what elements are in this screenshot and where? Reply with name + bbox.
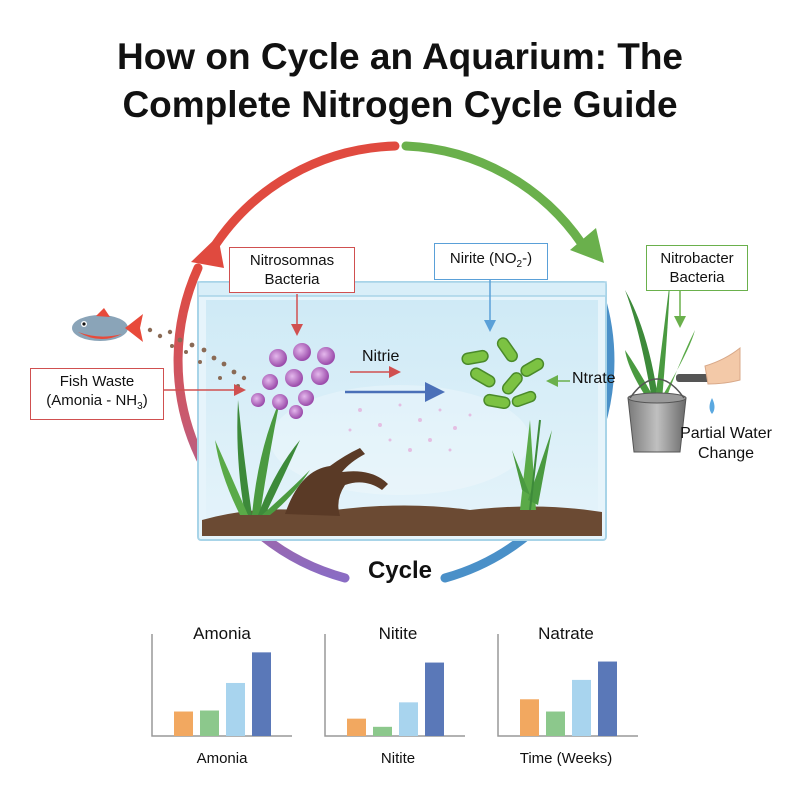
bucket-plant <box>625 280 695 402</box>
fish-waste-label-suffix: ) <box>142 392 148 409</box>
page-title-line-1: How on Cycle an Aquarium: The <box>116 36 684 77</box>
nitrosomonas-bacteria-cluster <box>251 343 335 419</box>
fish-waste-label-subscript: 3 <box>137 401 143 412</box>
water-particles <box>348 403 472 452</box>
nitrosomonas-label: Nitrosomnas Bacteria <box>229 247 355 293</box>
nitrobacter-bacteria-cluster <box>461 337 545 410</box>
red-arc <box>207 141 400 255</box>
fish-waste-label-line-1: Fish Waste <box>59 373 135 390</box>
red-arrowhead-icon <box>191 236 224 268</box>
nitrite-label-prefix: Nirite (NO <box>449 250 517 267</box>
fish-waste-label: Fish Waste (Amonia - NH3) <box>30 368 164 420</box>
driftwood <box>285 448 388 516</box>
nitrie-label: Nitrie <box>362 348 400 365</box>
partial-water-change-line-1: Partial Water <box>680 425 772 442</box>
nitrite-label-subscript: 2 <box>516 259 523 270</box>
fish-waste-label-prefix: (Amonia - NH <box>46 392 138 409</box>
chart-2-title: Nitite <box>378 624 418 643</box>
chart-1-xlabel: Amonia <box>196 750 248 767</box>
ntrate-label: Ntrate <box>572 370 616 387</box>
chart-1-title: Amonia <box>193 624 251 643</box>
hand-hose-icon <box>676 346 741 414</box>
bucket-icon <box>627 378 687 453</box>
chart-2-xlabel: Nitite <box>380 750 416 767</box>
page-title-line-2: Complete Nitrogen Cycle Guide <box>122 84 678 125</box>
partial-water-change-label: Partial Water Change <box>676 424 776 464</box>
right-plant <box>512 419 552 511</box>
nitrite-label-suffix: -) <box>522 250 533 267</box>
nitrosomonas-label-line-1: Nitrosomnas <box>249 252 335 269</box>
nitrobacter-label-line-2: Bacteria <box>669 269 725 286</box>
chart-3-xlabel: Time (Weeks) <box>519 750 613 767</box>
chart-3-title: Natrate <box>538 624 594 643</box>
fish-icon <box>72 308 143 342</box>
green-arrowhead-icon <box>570 228 604 263</box>
nitrobacter-label: Nitrobacter Bacteria <box>646 245 748 291</box>
green-arc <box>401 141 587 249</box>
cycle-label: Cycle <box>367 557 433 584</box>
connector-arrows <box>160 276 686 402</box>
left-plant <box>215 400 310 515</box>
nitrosomonas-label-line-2: Bacteria <box>264 271 320 288</box>
nitrite-label: Nirite (NO2-) <box>434 243 548 280</box>
partial-water-change-line-2: Change <box>697 445 755 462</box>
nitrobacter-label-line-1: Nitrobacter <box>660 250 734 267</box>
waste-particles <box>147 327 247 388</box>
